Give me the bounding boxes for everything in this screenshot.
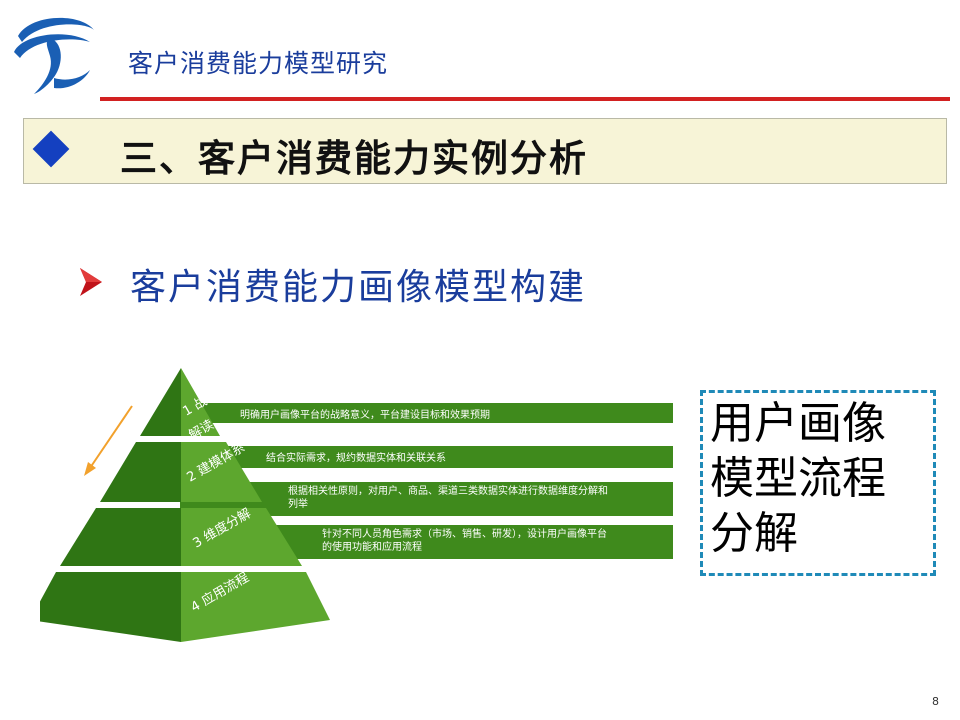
process-callout-box [700,390,936,576]
page-number: 8 [932,695,939,708]
step-4-description-line2: 的使用功能和应用流程 [322,542,422,553]
header-title: 客户消费能力模型研究 [128,49,389,78]
subtitle: 客户消费能力画像模型构建 [130,267,587,308]
pyramid-diagram: 1 战略 解读 2 建模体系 3 维度分解 4 应用流程 [40,368,673,642]
step-4-description: 针对不同人员角色需求（市场、销售、研发），设计用户画像平台 [322,529,607,540]
step-band-1 [180,403,673,423]
arrow-bullet-icon [80,268,102,296]
process-label-line1: 用户画像 [710,398,886,449]
step-1-description: 明确用户画像平台的战略意义，平台建设目标和效果预期 [240,410,490,421]
step-2-description: 结合实际需求，规约数据实体和关联关系 [266,453,446,464]
header-divider [100,97,950,101]
process-label-line2: 模型流程 [710,453,886,504]
process-label-line3: 分解 [710,508,798,559]
process-label: 用户画像 模型流程 分解 [710,396,920,561]
china-telecom-logo [14,17,94,94]
section-title: 三、客户消费能力实例分析 [120,137,588,180]
step-3-description: 根据相关性原则，对用户、商品、渠道三类数据实体进行数据维度分解和 [288,486,608,497]
step-band-2 [180,446,673,468]
step-3-description-line2: 列举 [288,499,308,510]
section-banner [23,118,947,184]
